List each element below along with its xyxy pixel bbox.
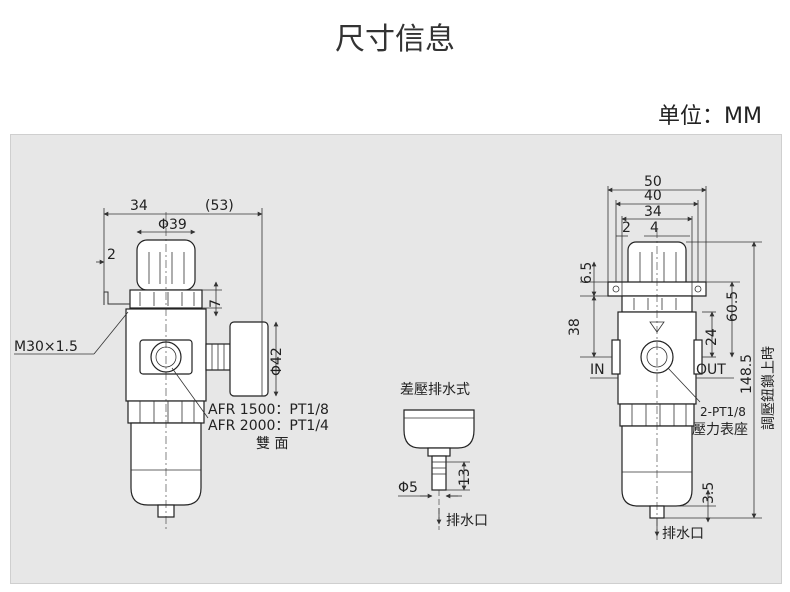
dim-drain-length: 13: [457, 468, 473, 486]
dim-60-5: 60.5: [725, 291, 741, 322]
drain-bowl-bottom: [403, 409, 475, 449]
thread-label: M30×1.5: [14, 339, 78, 355]
port-note: 雙 面: [256, 436, 288, 452]
dim-width: 34: [130, 198, 148, 214]
dim-50: 50: [644, 174, 662, 190]
port-label-2: AFR 2000：PT1/4: [208, 418, 329, 434]
front-view: 34 (53) Φ39 2 7 Φ42 M30×1.5 AFR 1500：PT1…: [14, 198, 329, 530]
out-label: OUT: [696, 362, 726, 378]
dim-148-5: 148.5: [739, 354, 755, 394]
mounting-bracket: [103, 291, 130, 305]
drain-detail-title: 差壓排水式: [400, 382, 470, 398]
dim-drain-pipe: Φ5: [398, 480, 418, 496]
drain-pipe: [431, 455, 447, 491]
drain-detail: 差壓排水式 13 Φ5 排水口: [398, 382, 488, 530]
dim-2: 2: [622, 220, 631, 236]
in-label: IN: [590, 362, 605, 378]
drain-outlet-label: 排水口: [446, 513, 488, 529]
dim-40: 40: [644, 188, 662, 204]
dim-6-5: 6.5: [579, 262, 595, 284]
dim-4: 4: [650, 220, 659, 236]
dim-3-5: 3.5: [701, 482, 717, 504]
dim-cap-height: 7: [208, 299, 224, 308]
page-title: 尺寸信息: [335, 22, 455, 57]
dim-38: 38: [567, 318, 583, 336]
side-view: 50 40 34 2 4 6.5 38 IN 24 60.5 148.5 調壓鈕…: [567, 174, 777, 542]
dim-width-total: (53): [205, 198, 234, 214]
dim-offset: 2: [107, 247, 116, 263]
gauge-seat-label: 壓力表座: [692, 422, 748, 438]
in-port-flange: [611, 339, 621, 375]
dim-34: 34: [644, 204, 662, 220]
drain-nut: [427, 447, 451, 457]
dim-cap-diameter: Φ39: [158, 217, 187, 233]
dim-24: 24: [704, 328, 720, 346]
dim-gauge-diameter: Φ42: [269, 347, 285, 376]
port-label-1: AFR 1500：PT1/8: [208, 402, 329, 418]
pressure-gauge: [229, 321, 269, 397]
side-drain-label: 排水口: [662, 526, 704, 542]
knob-lock-label: 調壓鈕鎖上時: [761, 346, 777, 430]
side-gauge-port: [640, 340, 674, 374]
unit-label: 单位：MM: [658, 104, 762, 129]
gauge-port-label: 2-PT1/8: [700, 405, 746, 419]
